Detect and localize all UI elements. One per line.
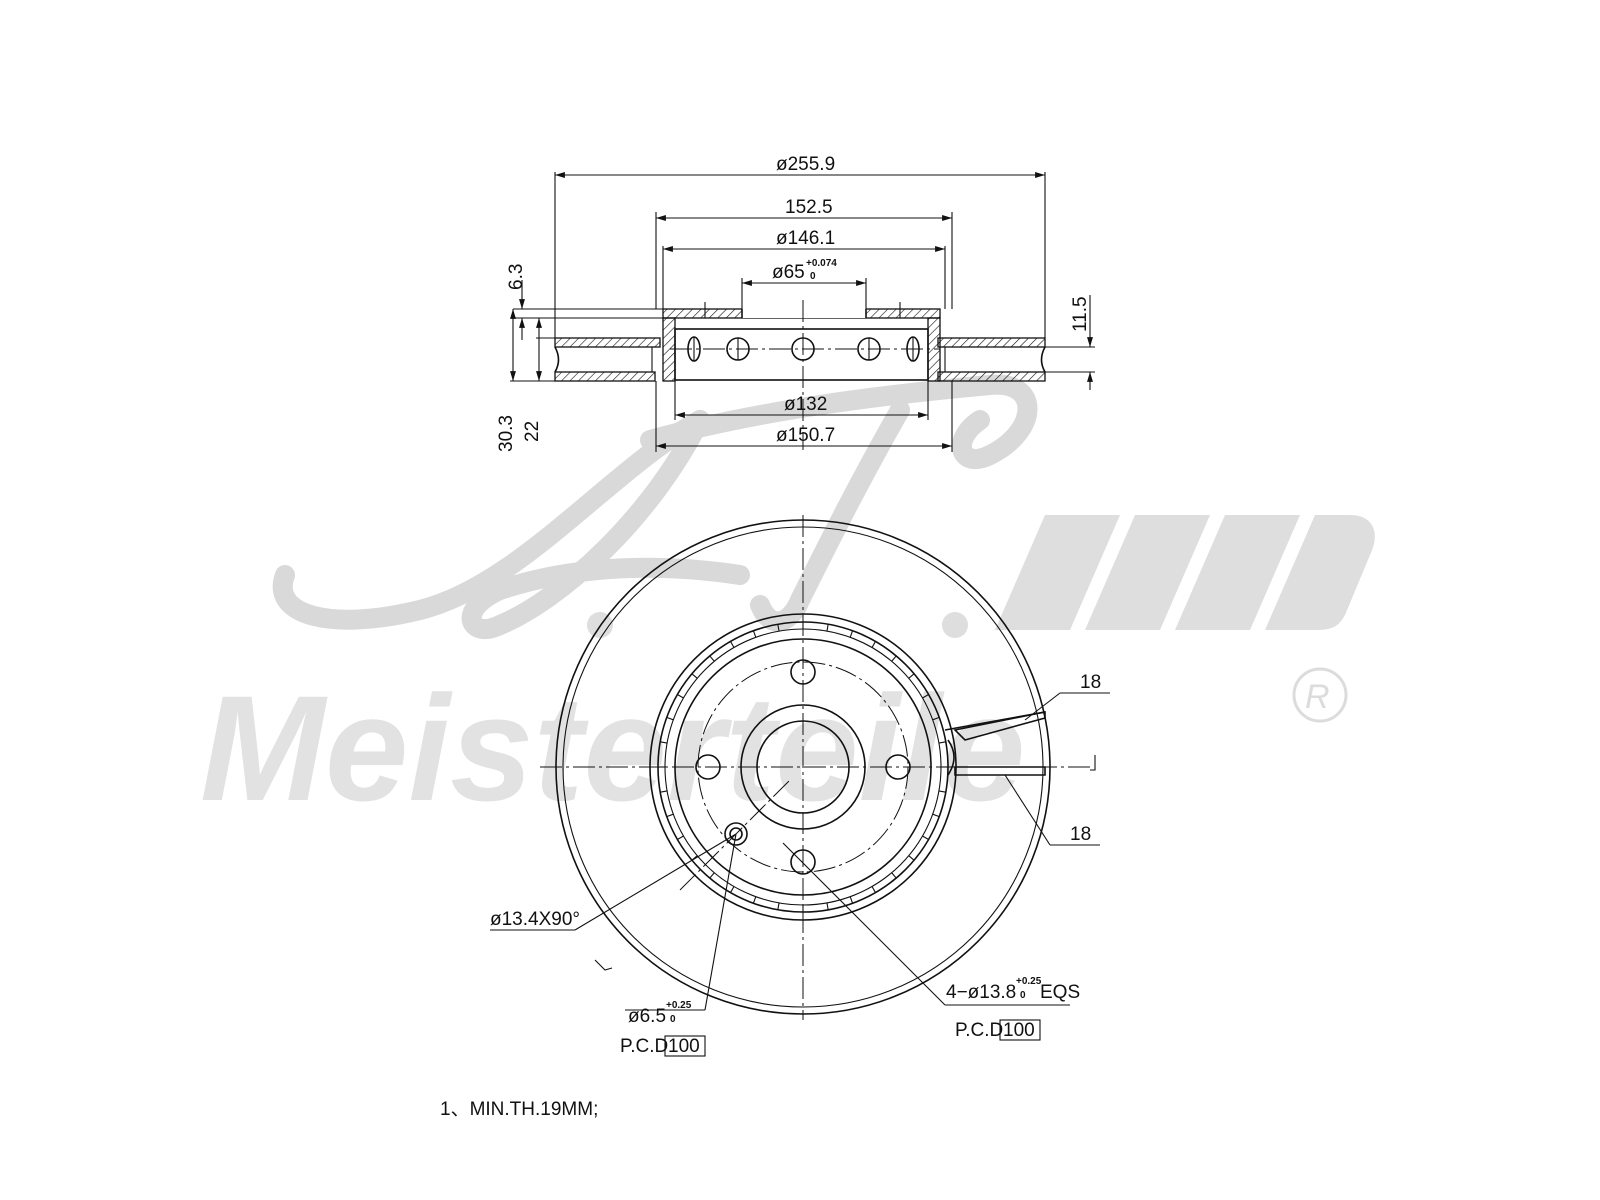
vent-tick xyxy=(908,673,915,679)
vent-tick xyxy=(677,835,684,840)
vent-tick xyxy=(922,835,929,840)
dim-bore-tol-lower: 0 xyxy=(810,271,816,282)
countersink-label: ø13.4X90° xyxy=(490,909,580,930)
vent-tick xyxy=(938,790,946,793)
vent-tick xyxy=(922,694,929,699)
bolt-holes xyxy=(695,659,911,875)
vent-tick xyxy=(730,641,735,648)
vent-tick xyxy=(826,902,829,910)
dim-total-height: 30.3 xyxy=(496,415,517,452)
note-min-thickness: 1、MIN.TH.19MM; xyxy=(440,1099,599,1120)
pin-hole xyxy=(724,822,748,846)
pin-hole-tol-lower: 0 xyxy=(670,1014,676,1025)
dim-disc-thickness: 22 xyxy=(522,421,543,442)
bolt-holes-tol-lower: 0 xyxy=(1020,990,1026,1001)
vent-tick xyxy=(891,872,897,879)
vent-tick xyxy=(826,624,829,632)
vent-tick xyxy=(849,896,854,904)
dim-hat-inner: ø146.1 xyxy=(776,228,835,249)
bolt-holes-tol-upper: +0.25 xyxy=(1016,976,1042,987)
vent-tick xyxy=(777,902,780,910)
dim-bore-tol-upper: +0.074 xyxy=(806,258,837,269)
vent-tick xyxy=(709,655,715,662)
vent-ticks xyxy=(658,622,948,912)
vent-tick xyxy=(891,655,897,662)
vent-tick xyxy=(932,813,940,818)
vent-tick xyxy=(691,673,698,679)
vent-tick xyxy=(849,630,854,638)
pin-hole-label: ø6.5 xyxy=(628,1006,666,1027)
dim-groove-top: 18 xyxy=(1080,672,1101,693)
vent-tick xyxy=(730,886,735,893)
pin-hole-tol-upper: +0.25 xyxy=(666,1000,692,1011)
dim-vent-width: 11.5 xyxy=(1070,296,1091,332)
vent-tick xyxy=(752,630,757,638)
pin-pcd-value: 100 xyxy=(668,1036,700,1057)
bolt-pcd-value: 100 xyxy=(1003,1020,1035,1041)
vent-tick xyxy=(709,872,715,879)
vent-tick xyxy=(871,641,876,648)
vent-tick xyxy=(666,813,674,818)
vent-tick xyxy=(666,716,674,721)
pin-pcd-label: P.C.D xyxy=(620,1036,668,1057)
vent-tick xyxy=(932,716,940,721)
vent-tick xyxy=(908,855,915,861)
dim-hat-depth: 6.3 xyxy=(506,264,527,290)
dim-bore: ø65 xyxy=(772,262,805,283)
brand-watermark-text: Meisterteile xyxy=(200,664,1025,832)
section-view: ø255.9 152.5 ø146.1 ø65 +0.074 0 11.5 6.… xyxy=(496,154,1095,452)
vent-tick xyxy=(752,896,757,904)
dim-inner-132: ø132 xyxy=(784,394,827,415)
dim-inner-150: ø150.7 xyxy=(776,425,835,446)
vent-tick xyxy=(871,886,876,893)
bolt-pcd-label: P.C.D xyxy=(955,1020,1003,1041)
plan-view: 18 18 ø13.4X90° ø6.5 +0.25 0 P.C.D 100 4… xyxy=(490,515,1110,1057)
bolt-holes-label: 4−ø13.8 xyxy=(946,982,1016,1003)
brand-stripes-logo xyxy=(995,515,1375,630)
registered-mark: R xyxy=(1305,678,1330,716)
vent-tick xyxy=(777,624,780,632)
watermark: Meisterteile R xyxy=(200,374,1375,832)
vent-tick xyxy=(660,741,668,744)
dim-hat-width: 152.5 xyxy=(785,197,833,218)
vent-tick xyxy=(660,790,668,793)
dim-groove-bottom: 18 xyxy=(1070,824,1091,845)
vent-tick xyxy=(677,694,684,699)
dim-outer-diameter: ø255.9 xyxy=(776,154,835,175)
vent-tick xyxy=(938,741,946,744)
bolt-holes-suffix: EQS xyxy=(1040,982,1080,1003)
